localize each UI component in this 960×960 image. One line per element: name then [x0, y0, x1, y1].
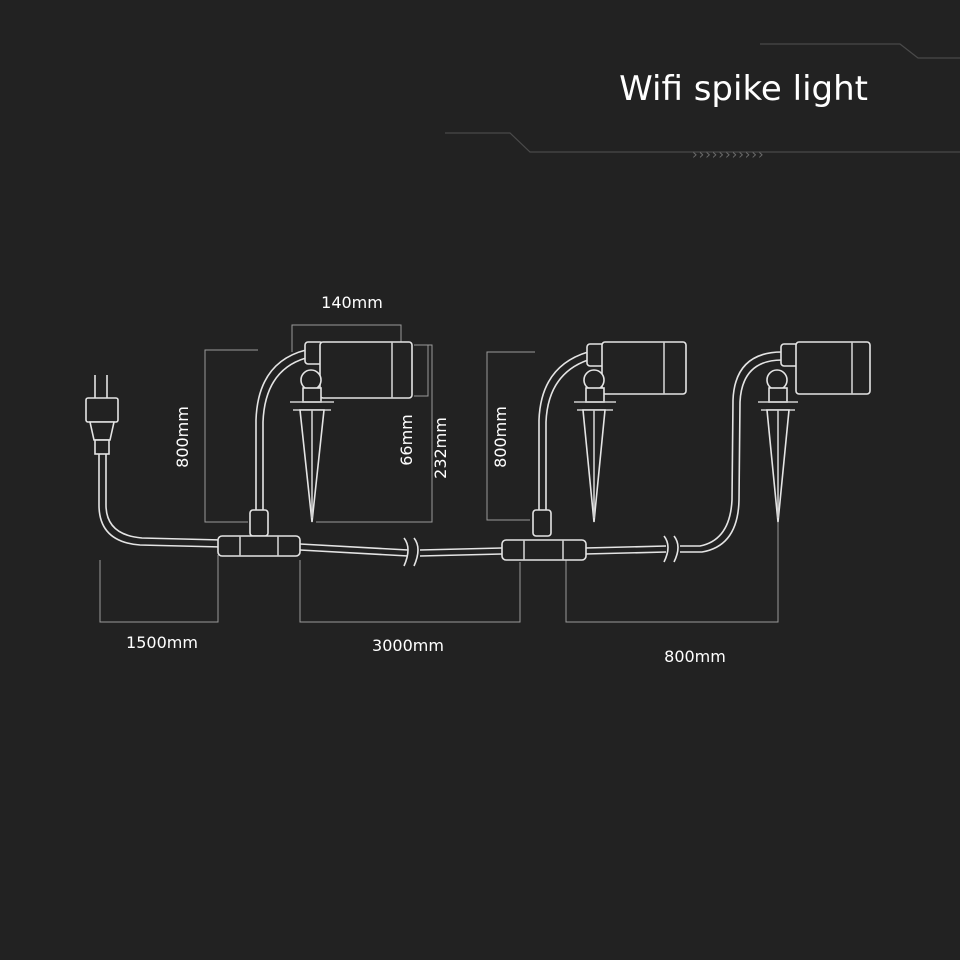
cables	[98, 349, 783, 567]
cable-to-lamp-1-label: 800mm	[173, 406, 192, 468]
spike-light-2	[574, 341, 687, 523]
power-plug	[85, 375, 119, 455]
to-last-lamp-label: 800mm	[664, 647, 726, 666]
plug-cable-label: 1500mm	[126, 633, 198, 652]
lamp-width-label: 140mm	[321, 293, 383, 312]
spike-light-1	[290, 341, 413, 523]
header-decoration: ›››››››››››	[445, 43, 960, 163]
chevron-decoration: ›››››››››››	[692, 147, 765, 163]
t-connector-1	[217, 509, 301, 557]
between-connectors-label: 3000mm	[372, 636, 444, 655]
page-title: Wifi spike light	[619, 69, 868, 109]
lamp-head-height-label: 66mm	[397, 414, 416, 466]
spike-light-3	[758, 341, 871, 523]
cable-to-lamp-2-label: 800mm	[491, 406, 510, 468]
t-connector-2	[501, 509, 587, 561]
lamp-total-height-label: 232mm	[431, 417, 450, 479]
dimension-lines	[99, 324, 779, 623]
